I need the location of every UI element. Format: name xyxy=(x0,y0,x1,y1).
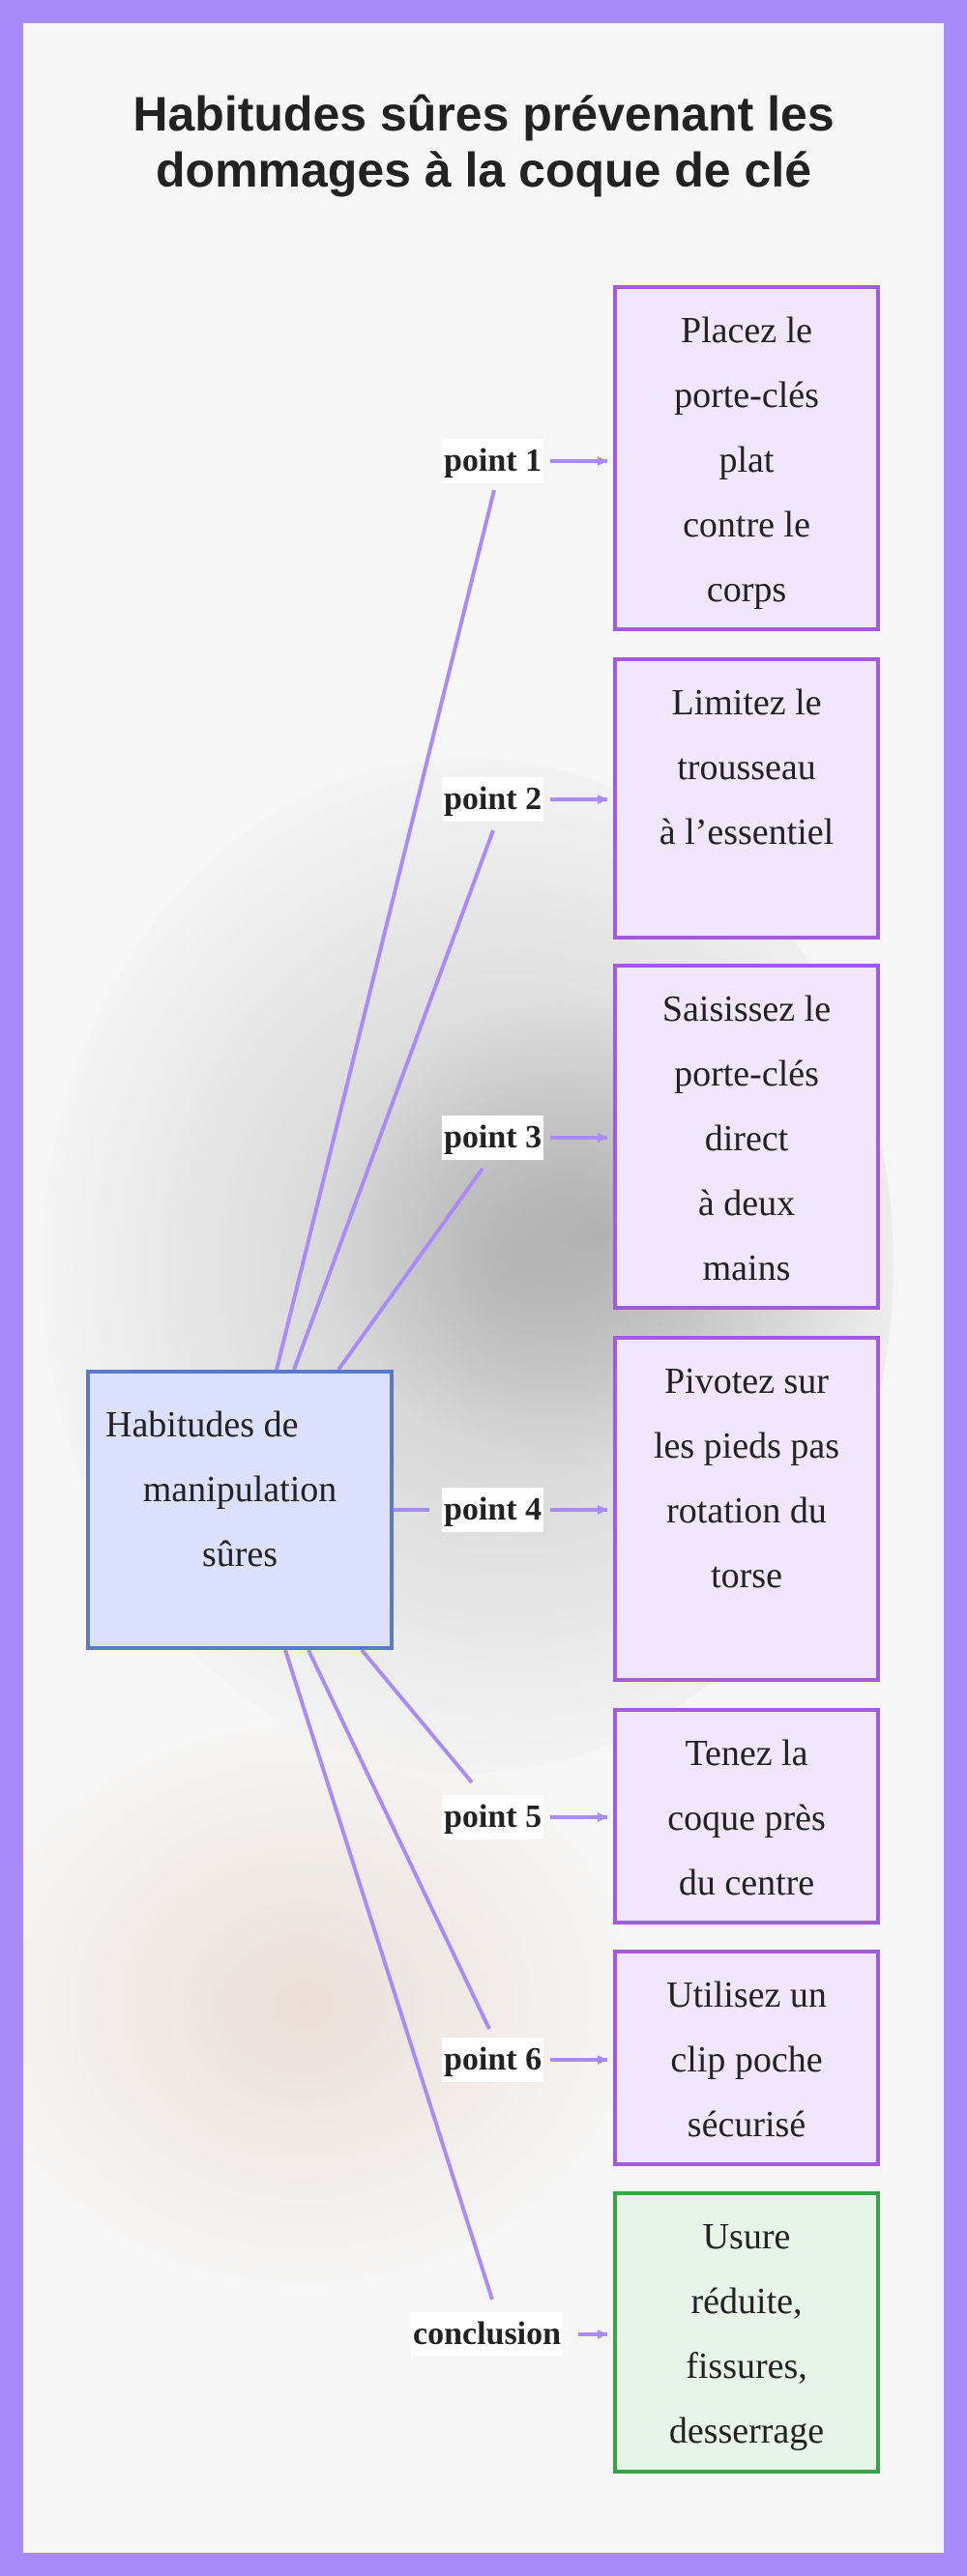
edge-label-point-3: point 3 xyxy=(442,1115,544,1160)
center-node-line: Habitudes de xyxy=(105,1404,299,1445)
node-line: du centre xyxy=(678,1863,815,1903)
node-line: torse xyxy=(711,1555,782,1596)
conclusion-node: Usure réduite, fissures, desserrage xyxy=(613,2191,880,2474)
edge-label-point-6: point 6 xyxy=(442,2038,544,2082)
node-line: sécurisé xyxy=(687,2104,806,2145)
center-node-line: sûres xyxy=(201,1534,278,1575)
edge-label-point-4: point 4 xyxy=(442,1488,544,1532)
diagram-canvas: Habitudes sûres prévenant les dommages à… xyxy=(23,23,944,2553)
node-line: desserrage xyxy=(668,2411,825,2451)
point-node-4: Pivotez sur les pieds pas rotation du to… xyxy=(613,1336,880,1682)
node-line: mains xyxy=(702,1248,791,1288)
connector-line-2 xyxy=(292,829,495,1371)
node-line: les pieds pas xyxy=(653,1426,840,1466)
node-line: corps xyxy=(706,569,787,610)
edge-label-point-5: point 5 xyxy=(442,1795,544,1839)
point-node-6: Utilisez un clip poche sécurisé xyxy=(613,1950,880,2166)
node-line: à l’essentiel xyxy=(659,812,835,853)
connector-layer xyxy=(275,456,607,2339)
point-node-1: Placez le porte-clés plat contre le corp… xyxy=(613,285,880,631)
node-line: plat xyxy=(718,440,775,480)
edge-label-point-1: point 1 xyxy=(442,439,544,483)
point-node-5: Tenez la coque près du centre xyxy=(613,1708,880,1925)
node-line: Tenez la xyxy=(685,1733,808,1774)
node-line: Pivotez sur xyxy=(664,1361,829,1402)
node-line: clip poche xyxy=(670,2040,823,2080)
node-line: Usure xyxy=(702,2216,791,2257)
diagram-title: Habitudes sûres prévenant les dommages à… xyxy=(23,86,944,198)
connector-line-3 xyxy=(337,1167,484,1372)
node-line: direct xyxy=(704,1118,789,1159)
node-line: à deux xyxy=(697,1183,796,1224)
center-node-line: manipulation xyxy=(142,1469,337,1510)
node-line: coque près xyxy=(667,1798,826,1838)
edge-label-conclusion: conclusion xyxy=(411,2312,564,2357)
node-line: réduite, xyxy=(690,2281,803,2322)
node-line: Placez le xyxy=(680,310,813,351)
node-line: porte-clés xyxy=(674,1054,819,1094)
node-line: fissures, xyxy=(686,2346,807,2387)
title-line: dommages à la coque de clé xyxy=(155,143,812,197)
connector-line-5 xyxy=(360,1648,474,1784)
edge-label-point-2: point 2 xyxy=(442,777,544,822)
node-line: trousseau xyxy=(677,747,816,788)
node-line: rotation du xyxy=(666,1491,827,1531)
connector-line-1 xyxy=(275,489,496,1371)
connector-line-conclusion xyxy=(283,1649,494,2301)
node-line: Saisissez le xyxy=(661,989,832,1029)
connector-line-6 xyxy=(307,1649,491,2030)
node-line: contre le xyxy=(683,505,810,545)
point-node-3: Saisissez le porte-clés direct à deux ma… xyxy=(613,964,880,1310)
point-node-2: Limitez le trousseau à l’essentiel xyxy=(613,657,880,940)
node-line: Utilisez un xyxy=(666,1975,827,2015)
title-line: Habitudes sûres prévenant les xyxy=(132,87,835,141)
node-line: Limitez le xyxy=(671,682,822,723)
node-line: porte-clés xyxy=(674,375,819,416)
center-node: Habitudes de manipulation sûres xyxy=(86,1370,394,1650)
